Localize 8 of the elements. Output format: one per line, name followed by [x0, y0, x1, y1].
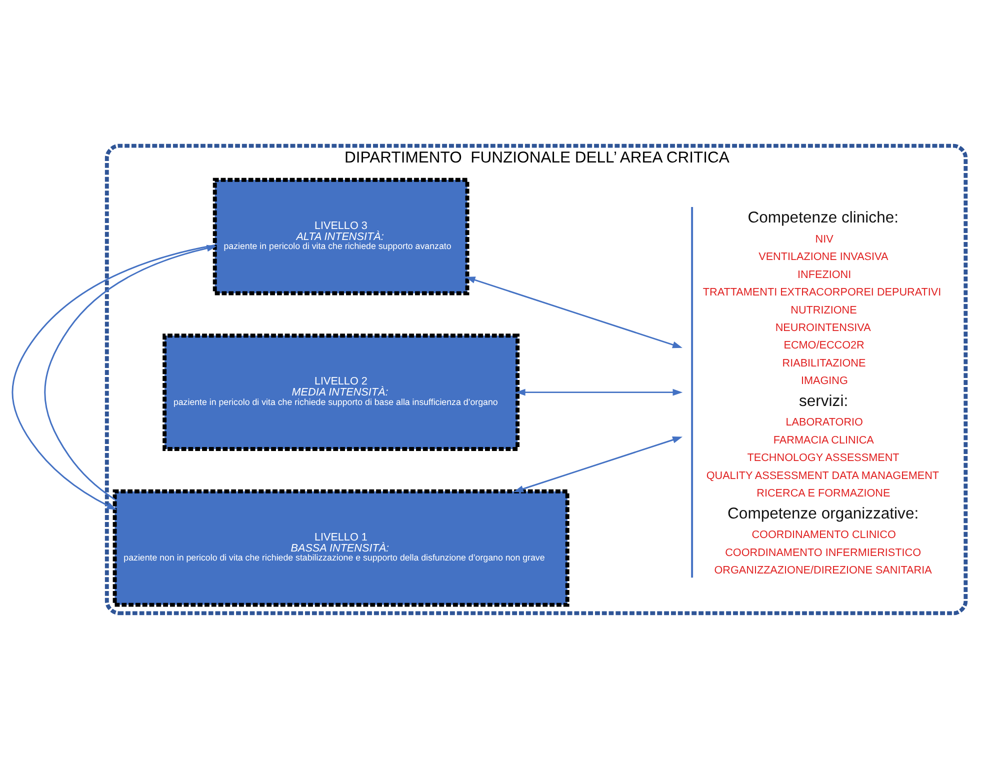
node-box: LIVELLO 3 ALTA INTENSITÀ: paziente in pericolo di vita che richiede supporto avanzato — [212, 177, 470, 295]
node-text: Competenze cliniche: NIV VENTILAZIONE INVASIVA INFEZIONI TRATTAMENTI EXTRACORPOREI DEPURATIVI NUTRIZIONE NEUROINTENSIVA ECMO/ECCO2R RIABILITAZIONE IMAGING servizi: LABORATORIO FARMACIA CLINICA TECHNOLOGY ASSESSMENT QUALITY ASSESSMENT DATA MANAGEMENT RICERCA E FORMAZIONE Competenze organizzative: COORDINAMENTO CLINICO COORDINAMENTO INFERMIERISTICO ORGANIZZAZIONE/DIREZIONE SANITARIA — [702, 209, 942, 576]
node-box: LIVELLO 2 MEDIA INTENSITÀ: paziente in pericolo di vita che richiede supporto di base alla insufficienza d’organo — [162, 333, 520, 450]
arrow — [515, 388, 683, 396]
arrow — [514, 436, 682, 492]
node-box: LIVELLO 1 BASSA INTENSITÀ: paziente non in pericolo di vita che richiede stabilizzazione e supporto della disfunzione d’organo non grave — [112, 488, 570, 606]
arrow — [12, 244, 215, 510]
arrow — [465, 276, 682, 348]
